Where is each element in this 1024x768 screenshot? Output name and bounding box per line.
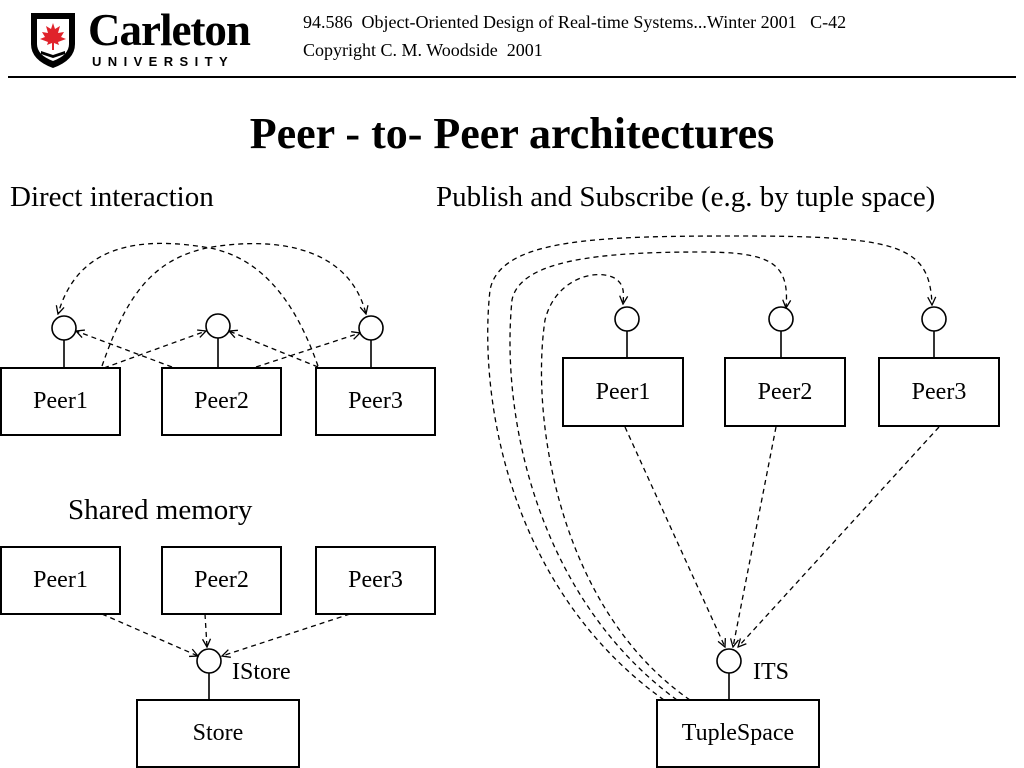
store-box: Store	[136, 699, 300, 768]
shield-icon	[31, 13, 75, 68]
shared-peer2-box: Peer2	[161, 546, 282, 615]
direct-peer3-box: Peer3	[315, 367, 436, 436]
dep-peer2-to-peer1	[76, 331, 173, 368]
dep-shared-peer2-to-istore	[205, 613, 207, 647]
dep-shared-peer1-to-istore	[101, 613, 198, 656]
dep-tuplespace-to-peer1	[540, 273, 691, 701]
dep-peer1-to-peer2	[103, 331, 206, 369]
istore-interface	[196, 648, 222, 674]
dep-shared-peer3-to-istore	[222, 613, 351, 656]
dep-tuplespace-to-peer3	[487, 235, 932, 701]
its-label: ITS	[753, 659, 789, 685]
pubsub-peer3-interface	[921, 306, 947, 332]
pubsub-peer2-interface	[768, 306, 794, 332]
direct-heading: Direct interaction	[10, 181, 214, 213]
shared-peer1-box: Peer1	[0, 546, 121, 615]
peer1-interface	[51, 315, 77, 341]
pubsub-peer3-box: Peer3	[878, 357, 1000, 427]
carleton-logo: Carleton UNIVERSITY	[28, 5, 260, 72]
pubsub-heading: Publish and Subscribe (e.g. by tuple spa…	[436, 181, 936, 213]
book-icon	[41, 51, 65, 58]
dep-pubsub-peer2-to-its	[733, 426, 777, 647]
peer2-interface	[205, 313, 231, 339]
dep-peer3-to-peer1	[58, 242, 319, 367]
peer3-interface	[358, 315, 384, 341]
dep-pubsub-peer3-to-its	[738, 426, 940, 647]
copyright-line: Copyright C. M. Woodside 2001	[303, 40, 543, 60]
dep-peer2-to-peer3	[255, 333, 360, 368]
tuplespace-box: TupleSpace	[656, 699, 820, 768]
dep-peer1-to-peer3	[101, 242, 366, 367]
direct-peer2-box: Peer2	[161, 367, 282, 436]
dep-peer3-to-peer2	[229, 331, 319, 368]
shared-heading: Shared memory	[68, 494, 253, 526]
logo-wordmark: Carleton	[88, 5, 251, 55]
header-rule	[8, 76, 1016, 78]
istore-label: IStore	[232, 659, 291, 685]
interface-stems	[63, 331, 935, 700]
shared-peer3-box: Peer3	[315, 546, 436, 615]
its-interface	[716, 648, 742, 674]
dep-pubsub-peer1-to-its	[624, 426, 725, 647]
slide-title: Peer - to- Peer architectures	[249, 109, 775, 158]
pubsub-peer1-interface	[614, 306, 640, 332]
course-line: 94.586 Object-Oriented Design of Real-ti…	[303, 12, 847, 32]
logo-subtitle: UNIVERSITY	[92, 54, 235, 69]
pubsub-peer1-box: Peer1	[562, 357, 684, 427]
direct-peer1-box: Peer1	[0, 367, 121, 436]
pubsub-peer2-box: Peer2	[724, 357, 846, 427]
dep-tuplespace-to-peer2	[509, 251, 786, 701]
maple-leaf-icon	[40, 23, 66, 50]
dashed-dependencies	[58, 235, 940, 701]
